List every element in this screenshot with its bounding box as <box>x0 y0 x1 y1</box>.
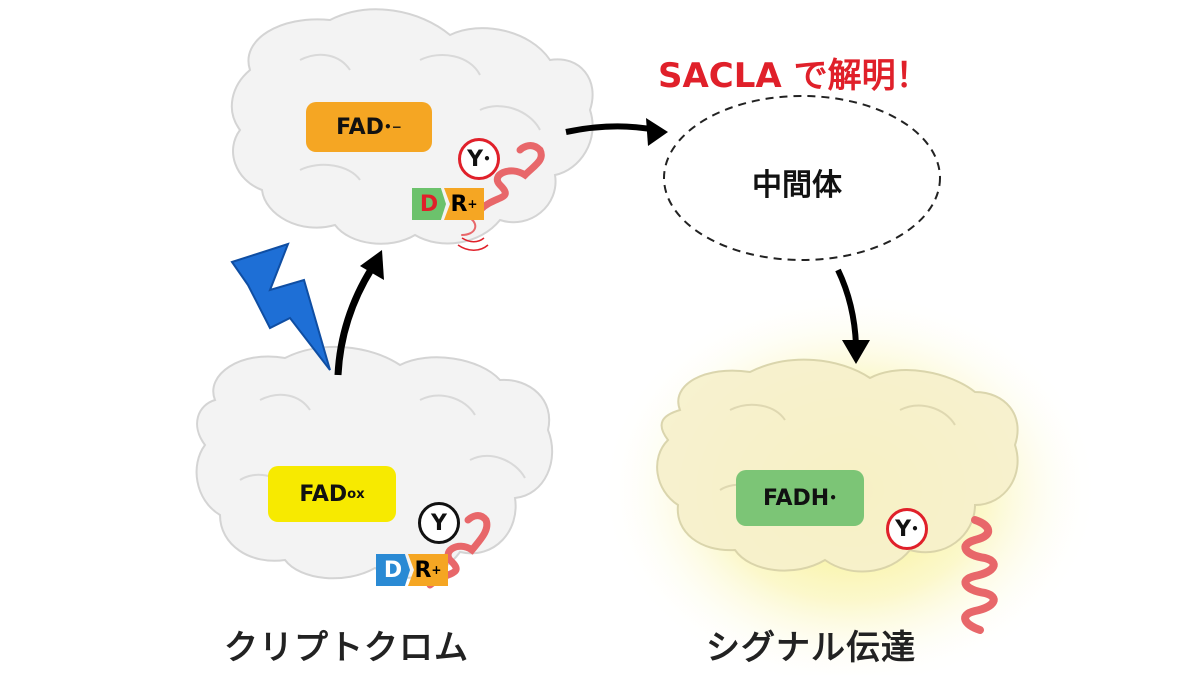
fad-label: FAD <box>299 481 348 507</box>
asp-label: D <box>383 557 403 583</box>
asp-label: D <box>419 191 439 217</box>
arrow-photoactivation <box>334 250 384 376</box>
vibration-marks <box>457 237 489 251</box>
fad-label: FADH <box>763 485 830 511</box>
tyr-radical-superscript: • <box>483 152 491 166</box>
fadh-radical-box: FADH• <box>736 470 864 526</box>
arginine-tag-bottom: R+ <box>408 554 448 586</box>
fad-oxidized-subscript: ox <box>347 486 365 502</box>
fadh-radical-superscript: • <box>829 491 837 505</box>
tyr-radical-superscript: • <box>911 522 919 536</box>
arg-charge-superscript: + <box>467 197 478 211</box>
arginine-tag-top: R+ <box>444 188 484 220</box>
arrow-to-signalling <box>835 268 870 364</box>
tyrosine-radical-circle: Y• <box>458 138 500 180</box>
aspartate-tag-bottom: D <box>376 554 410 586</box>
tyrosine-circle: Y <box>418 502 460 544</box>
arrow-to-intermediate <box>565 118 668 146</box>
fad-label: FAD <box>336 114 384 140</box>
tyr-label: Y <box>895 516 912 542</box>
helix-bottom-left <box>426 512 491 589</box>
protein-surface-bottom-left <box>195 345 554 580</box>
helix-detached <box>961 516 998 634</box>
arg-charge-superscript: + <box>431 563 442 577</box>
tyr-label: Y <box>431 510 447 536</box>
intermediate-label: 中間体 <box>752 168 842 203</box>
fad-radical-superscript: •− <box>383 120 402 134</box>
aspartate-tag-top: D <box>412 188 446 220</box>
tyr-label: Y <box>467 146 484 172</box>
fad-radical-anion-box: FAD•− <box>306 102 432 152</box>
tyrosine-radical-circle: Y• <box>886 508 928 550</box>
arg-label: R <box>414 557 432 583</box>
lightning-bolt <box>230 242 331 371</box>
caption-signal-transduction: シグナル伝達 <box>706 628 916 668</box>
caption-cryptochrome: クリプトクロム <box>224 628 469 668</box>
headline: SACLA で解明！ <box>658 56 930 96</box>
arg-label: R <box>450 191 468 217</box>
intermediate-outline <box>663 95 941 261</box>
